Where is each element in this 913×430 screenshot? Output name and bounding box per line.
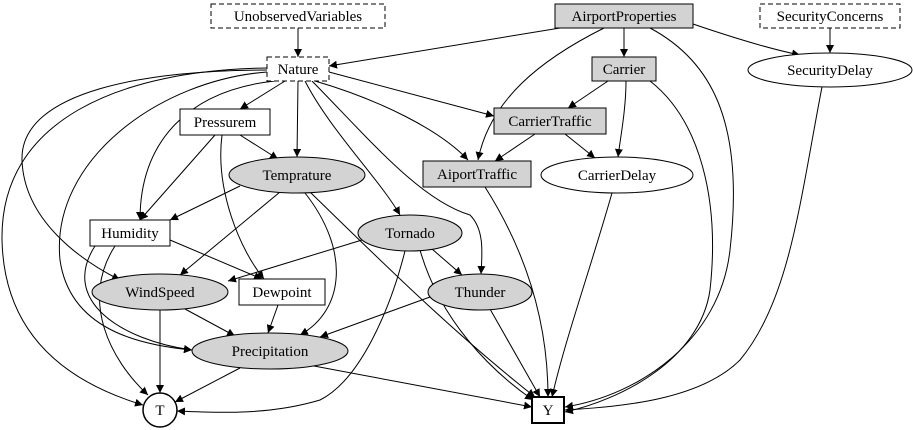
node-layer: UnobservedVariables AirportProperties Se… bbox=[89, 3, 913, 428]
node-label-tornado: Tornado bbox=[385, 226, 435, 242]
edge-tornado-to-wind-speed bbox=[227, 239, 363, 283]
edge-nature-to-wind-speed bbox=[21, 69, 268, 281]
node-label-carrier-delay: CarrierDelay bbox=[578, 168, 657, 184]
node-carrier-traffic: CarrierTraffic bbox=[493, 107, 607, 135]
node-pressurem: Pressurem bbox=[179, 108, 271, 136]
edge-pressurem-to-dewpoint bbox=[220, 134, 265, 280]
node-label-dewpoint: Dewpoint bbox=[252, 285, 312, 301]
edge-aiport-traffic-to-y bbox=[484, 186, 552, 398]
edge-security-delay-to-y bbox=[564, 86, 823, 414]
edge-airport-properties-to-nature bbox=[328, 27, 561, 69]
edge-temprature-to-y bbox=[309, 191, 536, 398]
edge-temprature-to-humidity bbox=[169, 185, 241, 221]
edge-dewpoint-to-precipitation bbox=[266, 304, 279, 334]
edge-humidity-to-dewpoint bbox=[169, 239, 263, 280]
node-carrier-delay: CarrierDelay bbox=[540, 156, 694, 194]
edge-temprature-to-wind-speed bbox=[179, 191, 281, 276]
edge-pressurem-to-humidity bbox=[139, 134, 216, 221]
node-tornado: Tornado bbox=[357, 214, 463, 252]
node-unobserved-variables: UnobservedVariables bbox=[210, 3, 386, 29]
edge-tornado-to-t bbox=[176, 250, 406, 416]
edge-carrier-traffic-to-carrier-delay bbox=[564, 133, 596, 159]
node-label-temprature: Temprature bbox=[263, 168, 332, 184]
node-carrier: Carrier bbox=[591, 56, 657, 82]
edge-airport-properties-to-y bbox=[564, 27, 734, 410]
edge-humidity-to-t bbox=[99, 245, 149, 396]
node-label-carrier-traffic: CarrierTraffic bbox=[508, 114, 592, 130]
node-label-y: Y bbox=[543, 403, 554, 419]
edge-layer bbox=[1, 23, 834, 416]
edge-carrier-to-carrier-traffic bbox=[567, 80, 609, 109]
node-label-security-concerns: SecurityConcerns bbox=[777, 9, 884, 25]
node-label-thunder: Thunder bbox=[455, 285, 506, 301]
edge-pressurem-to-temprature bbox=[239, 134, 279, 160]
edge-carrier-to-carrier-delay bbox=[614, 80, 627, 158]
node-dewpoint: Dewpoint bbox=[238, 278, 326, 306]
node-label-aiport-traffic: AiportTraffic bbox=[437, 167, 517, 183]
node-label-carrier: Carrier bbox=[603, 62, 645, 78]
edge-nature-to-t bbox=[1, 67, 268, 407]
edge-nature-to-pressurem bbox=[239, 80, 286, 110]
edge-carrier-delay-to-y bbox=[549, 192, 613, 398]
node-label-wind-speed: WindSpeed bbox=[125, 285, 195, 301]
node-temprature: Temprature bbox=[228, 156, 366, 194]
node-label-unobserved-variables: UnobservedVariables bbox=[234, 9, 362, 25]
node-wind-speed: WindSpeed bbox=[91, 273, 229, 311]
edge-nature-to-thunder bbox=[311, 80, 486, 275]
node-label-precipitation: Precipitation bbox=[232, 344, 309, 360]
node-t: T bbox=[142, 392, 178, 428]
edge-nature-to-tornado bbox=[304, 80, 401, 216]
edge-precipitation-to-y bbox=[313, 365, 533, 410]
node-security-concerns: SecurityConcerns bbox=[759, 3, 901, 29]
edge-nature-to-humidity bbox=[136, 80, 276, 221]
edge-thunder-to-precipitation bbox=[319, 296, 431, 339]
node-label-nature: Nature bbox=[278, 62, 319, 78]
node-security-delay: SecurityDelay bbox=[747, 52, 913, 88]
edge-wind-speed-to-precipitation bbox=[184, 308, 236, 337]
node-nature: Nature bbox=[266, 56, 330, 82]
node-aiport-traffic: AiportTraffic bbox=[422, 160, 532, 188]
edge-tornado-to-thunder bbox=[431, 248, 463, 276]
node-thunder: Thunder bbox=[427, 273, 533, 311]
node-airport-properties: AirportProperties bbox=[554, 3, 694, 29]
node-label-humidity: Humidity bbox=[101, 226, 159, 242]
node-y: Y bbox=[531, 396, 565, 424]
edge-precipitation-to-t bbox=[174, 367, 241, 403]
node-humidity: Humidity bbox=[89, 219, 171, 247]
edge-thunder-to-y bbox=[489, 308, 541, 398]
edge-airport-properties-to-aiport-traffic bbox=[475, 27, 605, 161]
node-label-airport-properties: AirportProperties bbox=[572, 9, 677, 25]
edge-carrier-traffic-to-aiport-traffic bbox=[494, 133, 536, 162]
edge-carrier-to-y bbox=[564, 80, 713, 415]
node-label-security-delay: SecurityDelay bbox=[787, 63, 873, 79]
edge-temprature-to-precipitation bbox=[299, 192, 337, 336]
edge-nature-to-carrier-traffic bbox=[328, 71, 495, 118]
node-label-pressurem: Pressurem bbox=[194, 115, 257, 131]
edge-humidity-to-precipitation bbox=[84, 245, 193, 353]
edge-airport-properties-to-security-delay bbox=[692, 23, 801, 58]
edge-nature-to-temprature bbox=[293, 80, 302, 158]
edge-tornado-to-y bbox=[419, 249, 534, 401]
edge-nature-to-aiport-traffic bbox=[314, 80, 469, 161]
node-precipitation: Precipitation bbox=[191, 332, 349, 370]
edge-nature-to-precipitation bbox=[58, 71, 268, 354]
node-label-t: T bbox=[155, 403, 164, 419]
